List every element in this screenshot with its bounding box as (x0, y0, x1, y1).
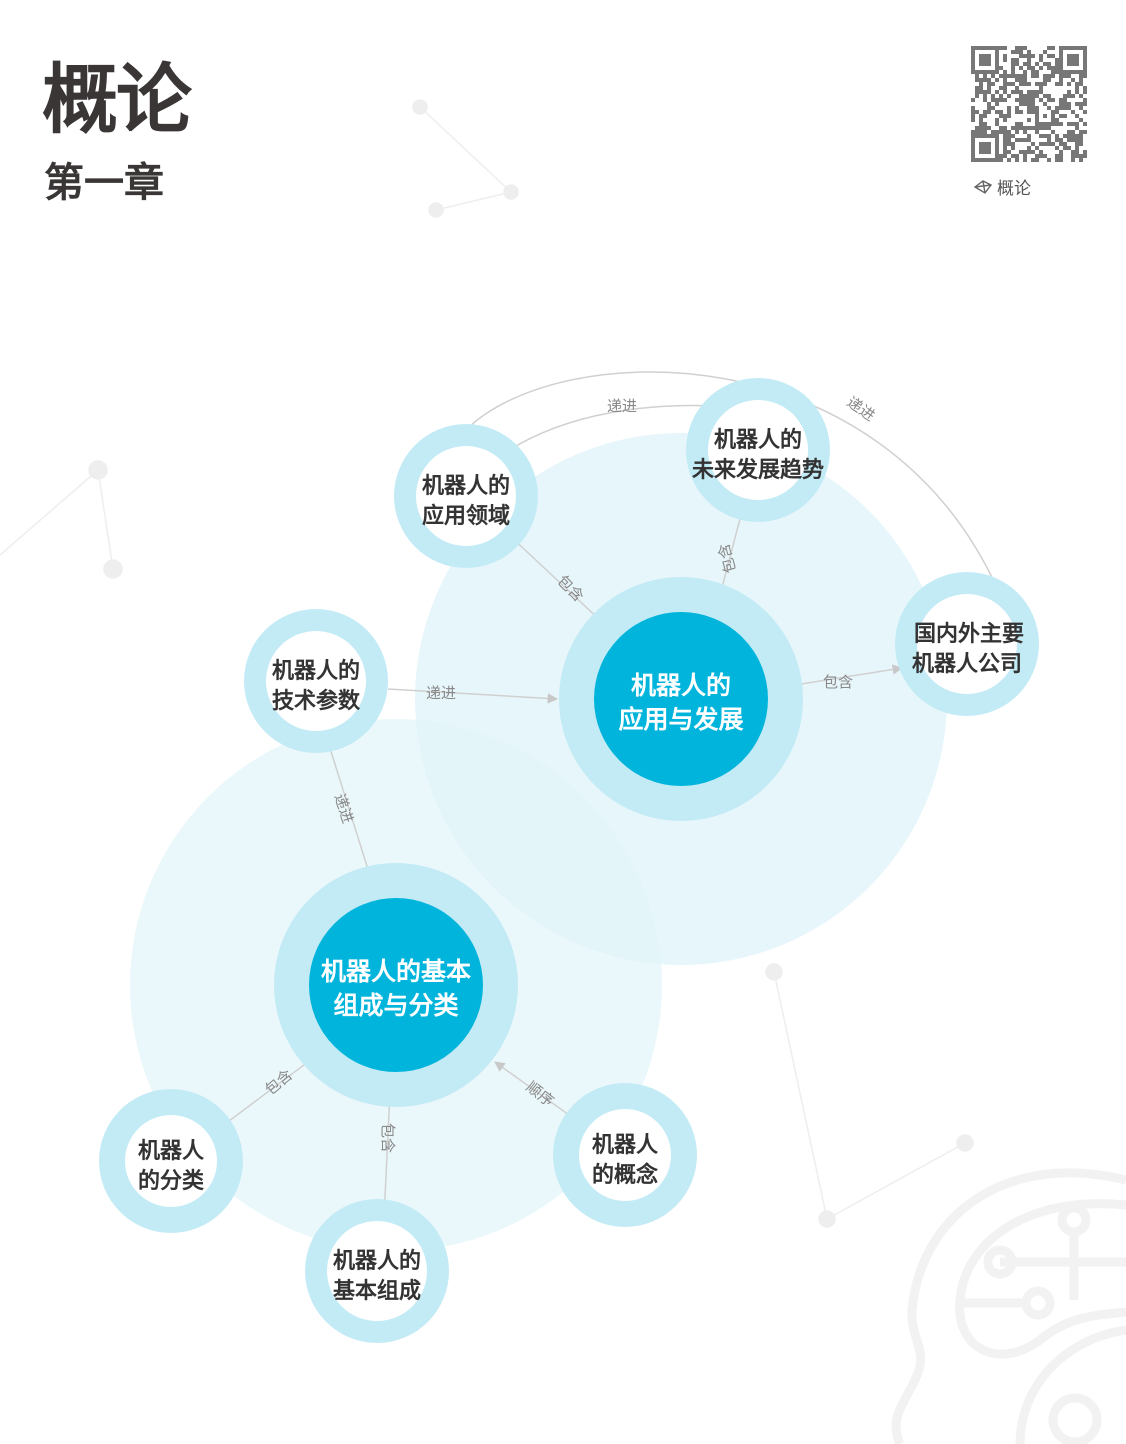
qr-code[interactable] (971, 46, 1087, 162)
background-network (0, 99, 974, 1228)
head-circuit-watermark (891, 1168, 1126, 1444)
edge-label-progress: 递进 (607, 397, 637, 415)
svg-text:机器人的基本: 机器人的基本 (321, 957, 471, 986)
svg-text:技术参数: 技术参数 (272, 688, 361, 714)
svg-text:基本组成: 基本组成 (333, 1278, 421, 1304)
edge-label-progress: 递进 (843, 393, 878, 425)
svg-text:组成与分类: 组成与分类 (333, 991, 459, 1020)
svg-text:机器人: 机器人 (592, 1133, 658, 1158)
svg-text:机器人的: 机器人的 (333, 1248, 421, 1274)
chapter-title: 概论 (42, 55, 192, 144)
network-icon (973, 179, 993, 194)
svg-text:机器人的: 机器人的 (631, 671, 731, 700)
node-app-dev[interactable]: 机器人的 应用与发展 (559, 577, 803, 821)
edge-label-contain: 包含 (379, 1123, 397, 1153)
svg-text:的概念: 的概念 (592, 1162, 658, 1188)
svg-text:机器人: 机器人 (138, 1139, 204, 1164)
svg-text:机器人的: 机器人的 (714, 427, 802, 453)
edge-label-progress: 递进 (426, 684, 456, 702)
node-basic[interactable]: 机器人的基本 组成与分类 (274, 863, 518, 1107)
svg-text:机器人的: 机器人的 (422, 473, 510, 499)
qr-label: 概论 (997, 179, 1031, 199)
svg-text:机器人公司: 机器人公司 (912, 652, 1022, 677)
svg-text:的分类: 的分类 (138, 1168, 205, 1194)
svg-text:应用与发展: 应用与发展 (618, 705, 743, 734)
chapter-number: 第一章 (44, 160, 164, 206)
qr-caption: 概论 (973, 174, 1031, 199)
svg-text:机器人的: 机器人的 (272, 658, 360, 684)
svg-text:国内外主要: 国内外主要 (914, 621, 1024, 647)
svg-text:应用领域: 应用领域 (422, 503, 510, 529)
edge-label-contain: 包含 (823, 673, 853, 691)
svg-text:未来发展趋势: 未来发展趋势 (692, 457, 824, 483)
